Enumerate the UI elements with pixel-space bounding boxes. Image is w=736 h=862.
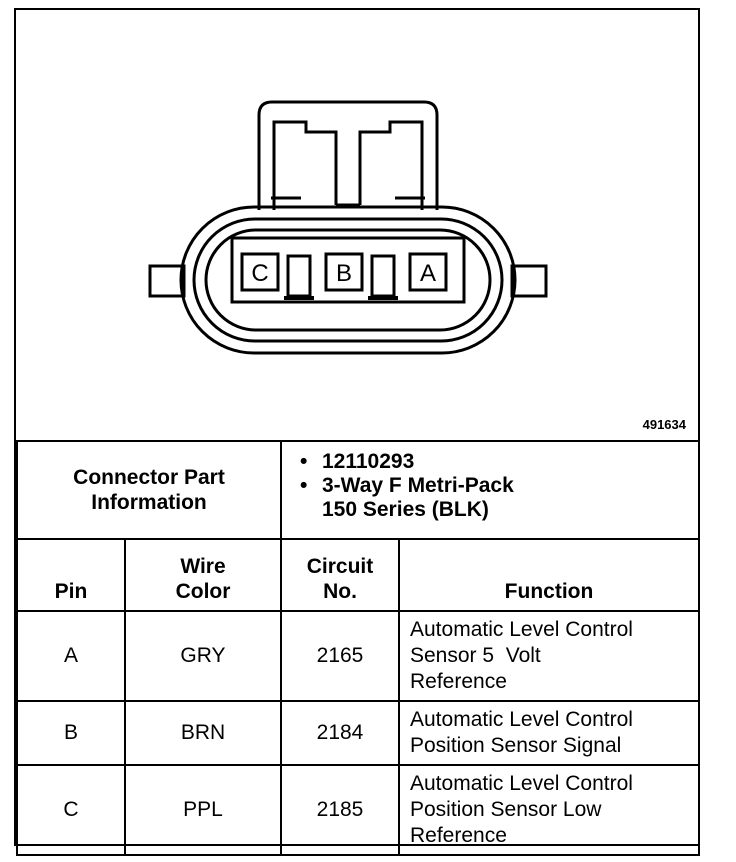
header-circuit: Circuit No. (280, 538, 400, 612)
circuit-cell: 2185 (280, 764, 400, 856)
table-row: C PPL 2185 Automatic Level Control Posit… (16, 764, 700, 856)
wire-color-cell: PPL (124, 764, 282, 856)
wire-color-cell: BRN (124, 700, 282, 766)
connector-table: Connector Part Information 12110293 3-Wa… (16, 440, 700, 856)
circuit-cell: 2165 (280, 610, 400, 702)
connector-info-row: Connector Part Information 12110293 3-Wa… (16, 440, 700, 540)
pin-cell: C (16, 764, 126, 856)
pin-letter-b: B (336, 260, 352, 287)
connector-sheet: C B A 491634 Connector Part Information … (14, 8, 700, 856)
part-number: 12110293 (300, 450, 698, 474)
header-function: Function (398, 538, 700, 612)
header-wire-color: Wire Color (124, 538, 282, 612)
header-row: Pin Wire Color Circuit No. Function (16, 538, 700, 612)
connector-info-label: Connector Part Information (16, 440, 282, 540)
function-cell: Automatic Level Control Sensor 5 Volt Re… (398, 610, 700, 702)
figure-id: 491634 (642, 417, 686, 432)
pin-cell: A (16, 610, 126, 702)
connector-info-values: 12110293 3-Way F Metri-Pack 150 Series (… (280, 440, 700, 540)
connector-type: 3-Way F Metri-Pack (300, 474, 698, 498)
header-pin: Pin (16, 538, 126, 612)
pin-cell: B (16, 700, 126, 766)
function-cell: Automatic Level Control Position Sensor … (398, 700, 700, 766)
connector-diagram: C B A (148, 100, 548, 355)
table-row: B BRN 2184 Automatic Level Control Posit… (16, 700, 700, 766)
circuit-cell: 2184 (280, 700, 400, 766)
function-cell: Automatic Level Control Position Sensor … (398, 764, 700, 856)
pin-letter-c: C (251, 260, 268, 287)
connector-series: 150 Series (BLK) (322, 498, 489, 521)
wire-color-cell: GRY (124, 610, 282, 702)
table-row: A GRY 2165 Automatic Level Control Senso… (16, 610, 700, 702)
pin-letter-a: A (420, 260, 436, 287)
